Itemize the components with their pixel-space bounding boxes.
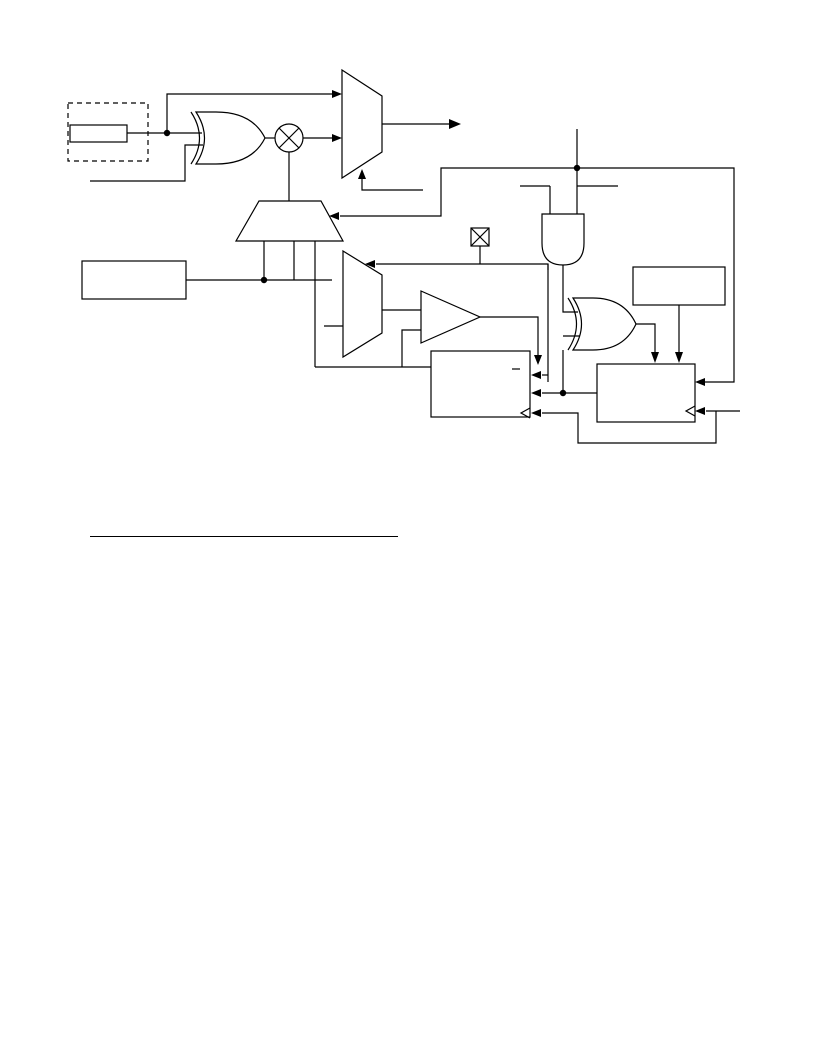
no-connect: [470, 227, 490, 247]
input-register: [69, 124, 128, 143]
arrowhead: [329, 212, 339, 220]
wire: [376, 263, 549, 270]
arrowhead: [651, 352, 659, 363]
arrowhead: [531, 371, 541, 379]
arrowhead: [332, 90, 342, 98]
wire: [562, 290, 578, 313]
wire: [542, 411, 717, 444]
wire: [361, 178, 423, 191]
arrowhead: [358, 169, 366, 179]
dashed-enclosure: [67, 102, 149, 162]
arrowhead: [675, 352, 683, 363]
wire: [166, 93, 334, 133]
arrowhead: [332, 134, 342, 142]
wire: [577, 167, 735, 383]
clock-marker: [684, 405, 696, 417]
top-or-gate: [190, 111, 266, 165]
arrowhead: [365, 260, 375, 268]
comparator: [420, 290, 482, 344]
select-mux: [234, 200, 345, 242]
wire: [480, 316, 539, 356]
arrowhead: [695, 378, 705, 386]
and-gate: [541, 213, 585, 266]
right-top-block: [632, 266, 726, 306]
wire: [90, 144, 203, 182]
arrowhead: [534, 355, 542, 365]
wire: [340, 167, 577, 217]
footnote-rule: [90, 536, 398, 537]
left-flip-flop: [430, 350, 531, 418]
output-mux: [341, 68, 383, 180]
right-flip-flop: [596, 363, 696, 423]
output-arrow: [449, 119, 461, 129]
multiplier-node: [274, 123, 304, 153]
clock-marker: [519, 407, 531, 419]
left-block: [81, 260, 187, 300]
arrowhead: [531, 389, 541, 397]
arrowhead: [695, 407, 705, 415]
lower-or-gate: [567, 297, 637, 351]
middle-mux: [342, 249, 383, 359]
wire: [401, 329, 421, 367]
wire: [542, 350, 564, 394]
wire: [636, 323, 656, 352]
arrowhead: [531, 409, 541, 417]
